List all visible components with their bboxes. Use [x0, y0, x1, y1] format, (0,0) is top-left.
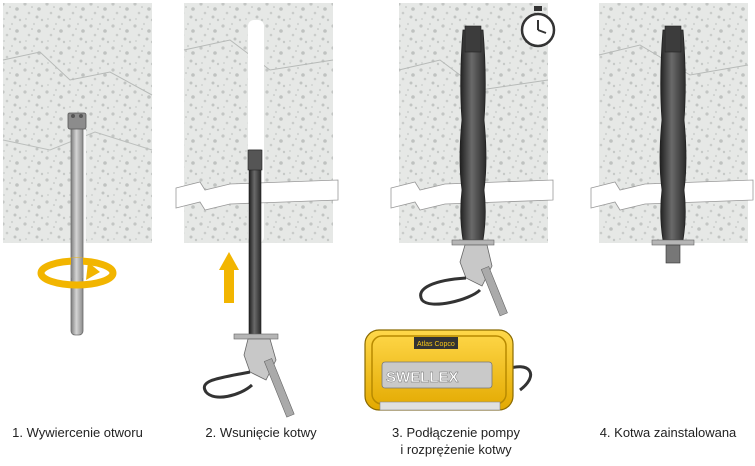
step-2-caption: 2. Wsunięcie kotwy [205, 425, 317, 440]
step-1-caption: 1. Wywiercenie otworu [12, 425, 143, 440]
anchor-top-bushing [247, 149, 263, 171]
installed-anchor [659, 29, 687, 241]
hose [419, 276, 482, 306]
rotation-arrow-icon [37, 257, 117, 289]
anchor-top-bushing [664, 25, 682, 53]
anchor-tail [665, 244, 681, 264]
pump-brand: SWELLEX [386, 369, 459, 386]
pump-base [379, 401, 501, 411]
step-4-caption: 4. Kotwa zainstalowana [599, 425, 737, 440]
rock-crack [398, 59, 549, 91]
rock-crack [2, 51, 153, 96]
installation-rod [263, 358, 295, 418]
drill-bit [67, 112, 87, 130]
maker-logo-plate [414, 337, 458, 349]
installation-rod [480, 266, 508, 317]
face-plate [233, 333, 279, 340]
step-3-caption-line2: i rozprężenie kotwy [400, 442, 512, 457]
swellex-pump: SWELLEX Atlas Copco [364, 329, 533, 411]
up-arrow-icon [219, 252, 239, 303]
anchor-top-bushing [464, 25, 482, 53]
stopwatch-icon [520, 6, 556, 48]
drill-rod [70, 124, 84, 336]
step-1-illustration [2, 3, 153, 336]
step-3-illustration: SWELLEX Atlas Copco [364, 3, 556, 411]
step-4-illustration [590, 3, 754, 264]
pump-label-plate [381, 361, 493, 389]
pump-maker: Atlas Copco [417, 341, 455, 348]
step-2-illustration [175, 3, 339, 418]
hose [202, 370, 254, 399]
face-plate [451, 239, 495, 246]
drill-bit-button [71, 114, 75, 118]
face-plate [651, 239, 695, 246]
drill-bit-button [79, 114, 83, 118]
step-3-caption-line1: 3. Podłączenie pompy [392, 425, 520, 440]
expanded-anchor [459, 29, 487, 241]
anchor-tube [248, 149, 262, 341]
